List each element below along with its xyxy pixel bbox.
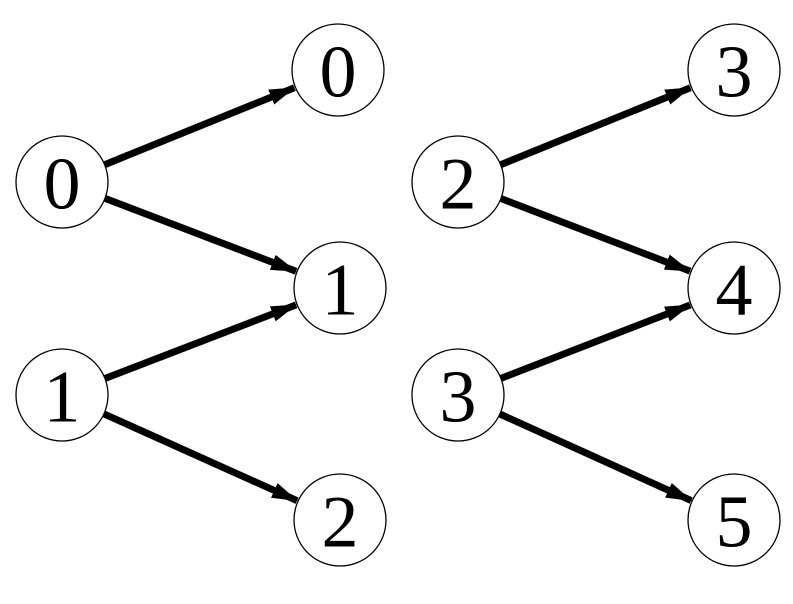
node-label: 2 [440,144,477,226]
node-label: 3 [716,32,753,114]
edge-left-src-0-to-left-tgt-1 [103,195,298,275]
node-right-tgt-4: 4 [687,241,781,335]
node-left-src-0: 0 [15,135,109,229]
edges-layer [102,84,693,504]
node-right-src-2: 2 [411,135,505,229]
node-circle [687,473,781,567]
node-label: 1 [322,250,359,332]
node-circle [411,348,505,442]
node-label: 2 [322,482,359,564]
node-circle [687,241,781,335]
edge-right-src-3-to-right-tgt-5 [498,410,693,504]
node-circle [293,473,387,567]
node-left-tgt-2: 2 [293,473,387,567]
edge-left-src-1-to-left-tgt-2 [102,410,299,504]
node-label: 4 [716,250,753,332]
node-label: 0 [44,144,81,226]
node-circle [291,23,385,117]
edge-right-src-2-to-right-tgt-4 [499,195,692,275]
node-circle [687,23,781,117]
node-label: 1 [44,357,81,439]
node-left-tgt-1: 1 [293,241,387,335]
node-label: 3 [440,357,477,439]
edge-right-src-2-to-right-tgt-3 [499,84,692,168]
edge-right-src-3-to-right-tgt-4 [499,301,692,382]
node-right-src-3: 3 [411,348,505,442]
node-label: 0 [320,32,357,114]
node-circle [15,348,109,442]
node-right-tgt-5: 5 [687,473,781,567]
node-right-tgt-3: 3 [687,23,781,117]
node-circle [293,241,387,335]
node-left-src-1: 1 [15,348,109,442]
node-label: 5 [716,482,753,564]
edge-left-src-1-to-left-tgt-1 [103,301,298,382]
node-left-tgt-0: 0 [291,23,385,117]
edge-left-src-0-to-left-tgt-0 [103,84,296,168]
node-circle [411,135,505,229]
node-circle [15,135,109,229]
